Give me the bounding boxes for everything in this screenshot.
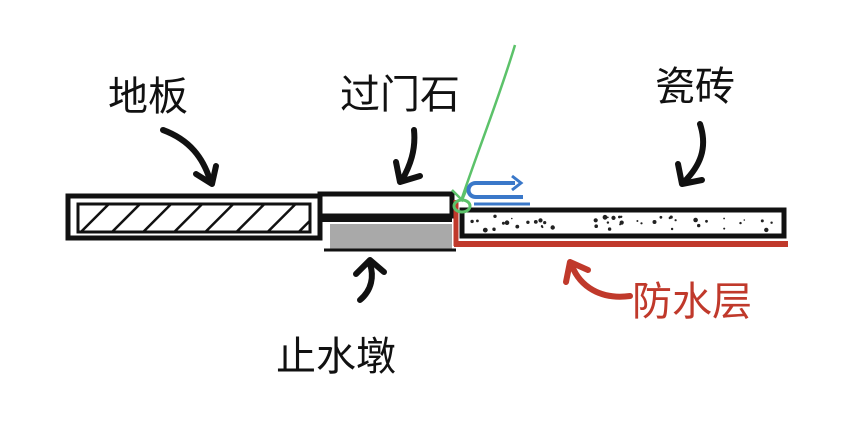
tile-speckle — [538, 218, 543, 223]
tile-speckle — [504, 220, 510, 225]
tile-speckle — [764, 227, 769, 233]
tile-label-arrow-icon — [675, 121, 707, 187]
tile-speckle — [705, 219, 708, 223]
tile-speckle — [593, 218, 598, 223]
tile-speckle — [739, 221, 742, 225]
floor-board — [65, 193, 323, 241]
threshold-stone — [317, 191, 455, 222]
label-threshold-stone: 过门石 — [340, 72, 460, 118]
tile-speckle — [493, 228, 496, 232]
tile-speckle — [515, 224, 520, 229]
tile-speckle — [723, 227, 726, 230]
tile-speckle — [636, 220, 639, 222]
tile-speckle — [760, 219, 764, 223]
tile-speckle — [482, 227, 488, 233]
tile-speckle — [618, 215, 621, 219]
water-stop-curb — [324, 224, 456, 252]
tile-speckle — [493, 214, 497, 218]
waterproof-layer — [453, 200, 788, 247]
threshold-label-arrow-icon — [393, 127, 423, 185]
label-tile: 瓷砖 — [655, 64, 735, 110]
tile-speckle — [743, 219, 746, 221]
tile-speckle — [602, 214, 608, 220]
label-floor: 地板 — [108, 74, 188, 120]
tile-speckle — [670, 227, 674, 231]
tile-speckles — [470, 214, 773, 233]
tile-speckle — [606, 221, 610, 224]
tile-speckle — [541, 226, 544, 229]
tile-speckle — [693, 217, 698, 223]
curb-label-arrow-icon — [353, 257, 387, 303]
tile-speckle — [640, 222, 643, 225]
tile-layer — [459, 207, 787, 239]
tile-speckle — [501, 221, 505, 225]
tile-speckle — [652, 220, 657, 224]
tile-speckle — [476, 219, 479, 223]
tile-speckle — [550, 225, 555, 230]
tile-speckle — [470, 219, 474, 224]
tile-speckle — [668, 216, 671, 220]
u-turn-arrow-icon — [466, 174, 530, 206]
tile-speckle — [607, 227, 612, 231]
tile-speckle — [526, 220, 530, 224]
tile-speckle — [543, 221, 547, 225]
tile-speckle — [697, 223, 701, 228]
tile-speckle — [611, 215, 616, 220]
floor-label-arrow-icon — [160, 127, 219, 187]
tile-speckle — [723, 217, 725, 220]
tile-speckle — [533, 220, 538, 224]
joint-pointer-arrow-icon — [451, 44, 517, 214]
tile-speckle — [674, 219, 677, 222]
tile-speckle — [659, 215, 663, 219]
label-waterproof-layer: 防水层 — [632, 279, 752, 325]
label-water-stop-curb: 止水墩 — [276, 334, 396, 380]
tile-speckle — [511, 217, 513, 220]
waterproof-label-arrow-icon — [563, 259, 633, 300]
tile-speckle — [594, 224, 598, 228]
tile-speckle — [619, 220, 624, 225]
tile-speckle — [770, 221, 773, 224]
